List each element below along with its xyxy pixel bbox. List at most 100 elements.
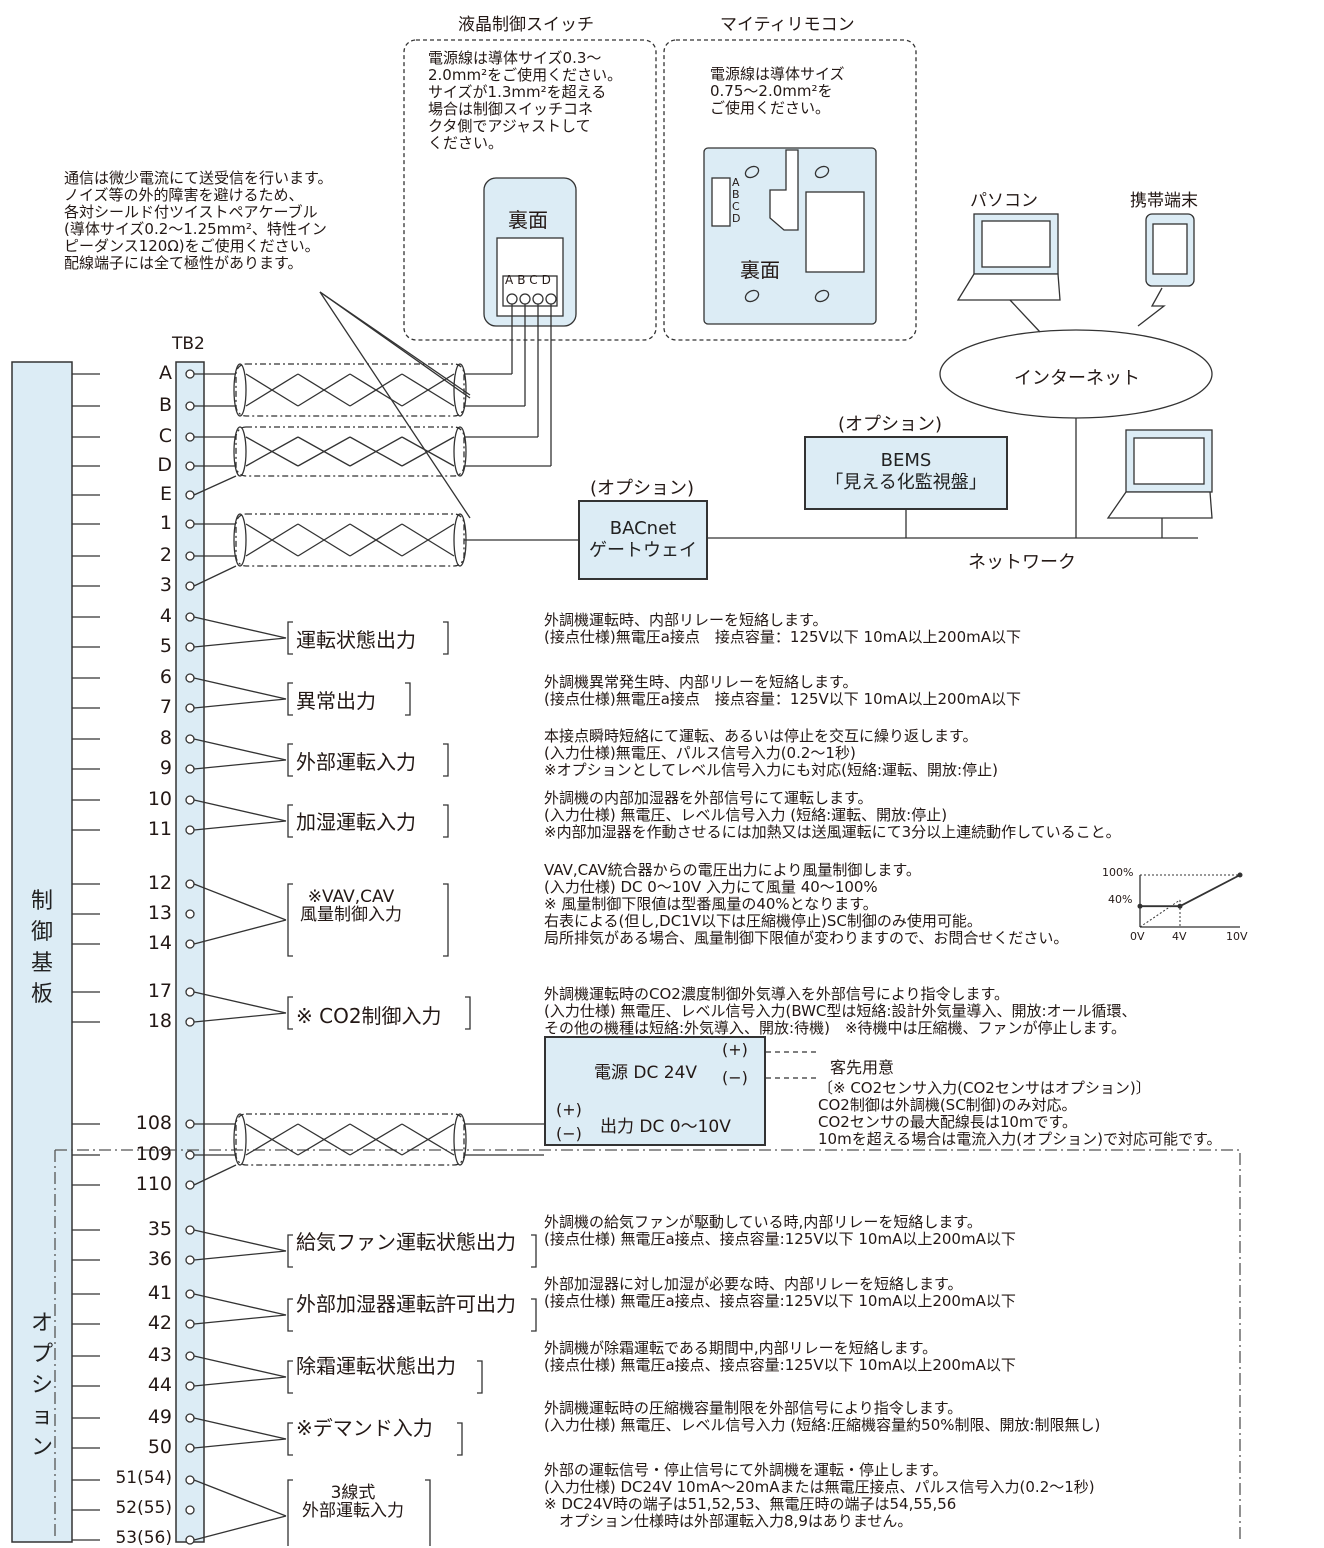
terminal-screw xyxy=(185,795,195,805)
terminal-label: 3 xyxy=(159,574,172,596)
terminal-label: 17 xyxy=(147,980,172,1002)
terminal-label: 51(54) xyxy=(115,1468,172,1488)
laptop-1 xyxy=(956,213,1061,301)
terminal-label: 9 xyxy=(159,757,172,779)
terminal-label: 50 xyxy=(147,1436,172,1458)
bacnet-option-label: (オプション) xyxy=(590,478,695,499)
terminal-screw xyxy=(185,1289,195,1299)
remote-terminal-a: A xyxy=(732,176,740,189)
graph-y-tick-100: 100% xyxy=(1102,866,1134,879)
terminal-label: B xyxy=(158,394,172,416)
terminal-label: 36 xyxy=(147,1248,172,1270)
terminal-screw xyxy=(185,1381,195,1391)
board-char-3: 基 xyxy=(30,951,53,976)
vav-graph-axes xyxy=(1139,874,1240,928)
control-board xyxy=(11,361,73,1543)
remote-terminal-c: C xyxy=(732,200,740,213)
option-char-2: プ xyxy=(30,1342,53,1367)
terminal-screw xyxy=(185,1119,195,1129)
function-label: ※デマンド入力 xyxy=(296,1416,433,1440)
sensor-power: 電源 DC 24V xyxy=(594,1063,698,1083)
function-desc: 外調機異常発生時、内部リレーを短絡します。 (接点仕様)無電圧a接点 接点容量：… xyxy=(544,673,1022,708)
terminal-label: 4 xyxy=(159,605,172,627)
terminal-label: C xyxy=(158,425,172,447)
remote-power-note: 電源線は導体サイズ 0.75～2.0mm²を ご使用ください。 xyxy=(710,65,845,117)
graph-x-tick-10: 10V xyxy=(1226,930,1248,943)
terminal-label: 18 xyxy=(147,1010,172,1032)
function-label: 異常出力 xyxy=(296,689,376,713)
function-desc: 外調機の給気ファンが駆動している時,内部リレーを短絡します。 (接点仕様) 無電… xyxy=(544,1213,1016,1248)
function-desc: 本接点瞬時短絡にて運転、あるいは停止を交互に繰り返します。 (入力仕様)無電圧、… xyxy=(544,727,998,779)
function-desc: 外調機の内部加湿器を外部信号にて運転します。 (入力仕様) 無電圧、レベル信号入… xyxy=(544,789,1121,841)
terminal-label: 7 xyxy=(159,696,172,718)
terminal-screw xyxy=(185,764,195,774)
terminal-screw xyxy=(185,1413,195,1423)
terminal-screw xyxy=(185,490,195,500)
function-label: 外部加湿器運転許可出力 xyxy=(296,1292,516,1316)
terminal-screw xyxy=(185,1319,195,1329)
tb2-label: TB2 xyxy=(172,334,205,354)
board-char-2: 御 xyxy=(30,920,53,945)
graph-x-tick-4: 4V xyxy=(1172,930,1187,943)
function-label: 外部運転入力 xyxy=(296,750,416,774)
terminal-label: 44 xyxy=(147,1374,172,1396)
bems-label: BEMS 「見える化監視盤」 xyxy=(825,450,987,493)
terminal-screw xyxy=(185,1475,195,1485)
terminal-label: 53(56) xyxy=(115,1528,172,1548)
option-char-4: ョ xyxy=(30,1404,53,1429)
terminal-screw xyxy=(185,1505,195,1515)
bems-option-label: (オプション) xyxy=(838,414,943,435)
function-desc: 外調機運転時のCO2濃度制御外気導入を外部信号により指令します。 (入力仕様) … xyxy=(544,985,1137,1037)
option-char-1: オ xyxy=(30,1311,53,1336)
option-char-5: ン xyxy=(30,1435,53,1460)
terminal-screw xyxy=(185,461,195,471)
terminal-screw xyxy=(185,939,195,949)
terminal-screw xyxy=(185,1535,195,1545)
terminal-screw xyxy=(185,825,195,835)
lcd-switch-power-note: 電源線は導体サイズ0.3～ 2.0mm²をご使用ください。 サイズが1.3mm²… xyxy=(428,49,623,152)
bacnet-label: BACnet ゲートウェイ xyxy=(589,518,697,561)
terminal-screw xyxy=(185,1017,195,1027)
function-desc: 外調機運転時、内部リレーを短絡します。 (接点仕様)無電圧a接点 接点容量：12… xyxy=(544,611,1022,646)
terminal-label: 41 xyxy=(147,1282,172,1304)
switch-terminal-letters: ABCD xyxy=(505,273,555,287)
mobile-device xyxy=(1145,213,1195,287)
terminal-label: 43 xyxy=(147,1344,172,1366)
network-label: ネットワーク xyxy=(968,552,1076,573)
pc-label: パソコン xyxy=(970,191,1038,211)
terminal-screw xyxy=(185,401,195,411)
function-desc: 外部の運転信号・停止信号にて外調機を運転・停止します。 (入力仕様) DC24V… xyxy=(544,1461,1095,1530)
function-label: ※VAV,CAV 風量制御入力 xyxy=(300,887,402,925)
terminal-screw xyxy=(185,879,195,889)
bacnet-box xyxy=(578,500,708,580)
terminal-label: 12 xyxy=(147,872,172,894)
terminal-screw xyxy=(185,734,195,744)
terminal-label: D xyxy=(157,454,172,476)
sensor-output: 出力 DC 0～10V xyxy=(600,1117,731,1137)
terminal-label: 1 xyxy=(159,512,172,534)
terminal-label: 49 xyxy=(147,1406,172,1428)
co2-sensor-box xyxy=(544,1036,766,1146)
mobile-label: 携帯端末 xyxy=(1130,191,1198,211)
function-label: 運転状態出力 xyxy=(296,628,416,652)
terminal-screw xyxy=(185,551,195,561)
remote-back-label: 裏面 xyxy=(740,258,780,282)
board-char-4: 板 xyxy=(30,982,53,1007)
sensor-power-minus: (−) xyxy=(722,1068,748,1087)
terminal-label: 110 xyxy=(135,1173,172,1195)
remote-group xyxy=(663,39,917,341)
mighty-remote-title: マイティリモコン xyxy=(720,15,855,35)
terminal-screw xyxy=(185,1180,195,1190)
vav-curve-point xyxy=(1237,872,1243,878)
communication-note: 通信は微少電流にて送受信を行います。 ノイズ等の外的障害を避けるため、 各対シー… xyxy=(64,169,333,272)
terminal-screw xyxy=(185,612,195,622)
terminal-label: 2 xyxy=(159,544,172,566)
terminal-screw xyxy=(185,673,195,683)
terminal-screw xyxy=(185,703,195,713)
function-desc: VAV,CAV統合器からの電圧出力により風量制御します。 (入力仕様) DC 0… xyxy=(544,861,1069,947)
function-desc: 外調機が除霜運転である期間中,内部リレーを短絡します。 (接点仕様) 無電圧a接… xyxy=(544,1339,1016,1374)
terminal-screw xyxy=(185,987,195,997)
terminal-label: 8 xyxy=(159,727,172,749)
terminal-screw xyxy=(185,519,195,529)
